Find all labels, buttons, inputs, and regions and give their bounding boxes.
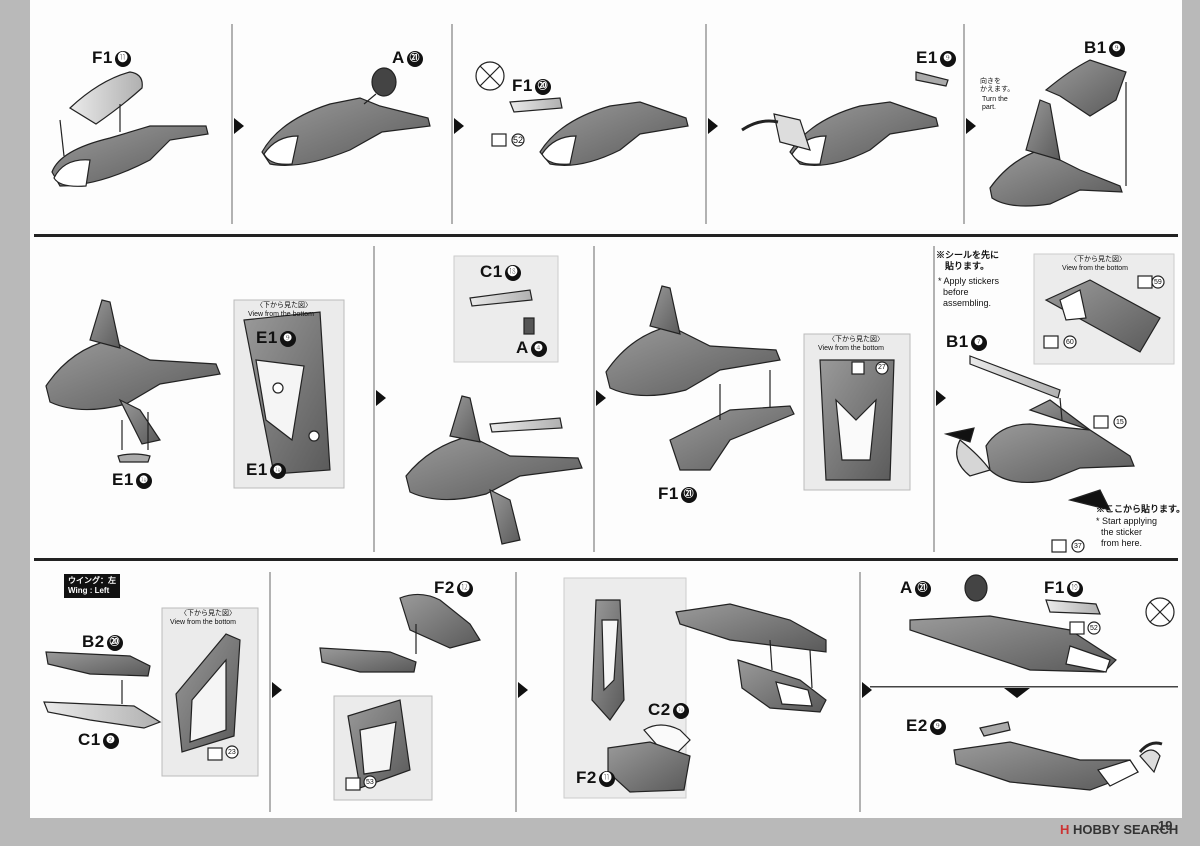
r3s4-sticker-number: 52 [1090,625,1098,632]
r2s4-sticker-a: 59 [1154,279,1162,286]
r2s4-note2-en: * Start applying the sticker from here. [1096,516,1158,548]
r2s4-note2-jp: ※ここから貼ります。 [1096,504,1182,514]
r3s2-sticker-number: 53 [366,779,374,786]
r2s3-sticker-number: 27 [878,364,886,371]
r2s3-view-en: View from the bottom [818,345,885,352]
r2s4-sticker-c: 15 [1116,419,1124,426]
r2s1-view-en: View from the bottom [248,311,315,318]
illustrations-layer [34,24,1178,812]
r3s1-view-en: View from the bottom [170,619,237,626]
r1s3-sticker-number: 52 [513,135,524,145]
r1s5-note-jp: 向きを かえます。 [980,78,1015,93]
r1s5-note-en: Turn the part. [982,96,1008,111]
r2s4-note-jp: ※シールを先に 貼ります。 [936,250,1000,271]
r3s1-sticker-number: 23 [228,749,236,756]
r2s1-view-jp: 〈下から見た図〉 [256,302,312,309]
r3s1-view-jp: 〈下から見た図〉 [180,610,236,617]
r2s4-sticker-d: 37 [1074,543,1082,550]
page-number: 19 [1158,818,1173,833]
r2s4-view-en: View from the bottom [1062,265,1129,272]
r2s4-view-jp: 〈下から見た図〉 [1070,256,1126,263]
r2s4-note-en: * Apply stickers before assembling. [938,276,1000,308]
r2s4-sticker-b: 60 [1066,339,1074,346]
r2s3-view-jp: 〈下から見た図〉 [828,336,884,343]
hobby-search-watermark: H HOBBY SEARCH [1060,822,1179,837]
